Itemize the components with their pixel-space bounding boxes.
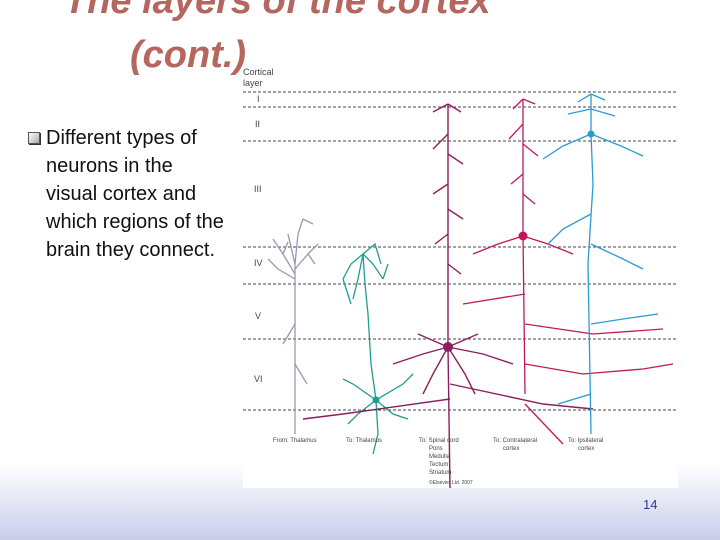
ipsilateral-neuron <box>542 93 659 435</box>
figure-copyright: ©Elsevier Ltd. 2007 <box>429 479 473 486</box>
thalamic-input-neuron <box>267 218 319 434</box>
layer-v-label: V <box>255 311 261 321</box>
contralateral-neuron <box>462 98 674 445</box>
thalamic-output-neuron <box>342 242 414 455</box>
contralateral-soma <box>518 231 528 241</box>
caption-to-thalamus: To: Thalamus <box>346 438 382 444</box>
caption-tectum: Tectum <box>429 462 448 468</box>
cortical-label: Cortical <box>243 67 274 77</box>
caption-medulla: Medulla <box>429 454 451 460</box>
slide-title-line1: The layers of the cortex <box>64 0 491 22</box>
caption-to-spinal-cord: To: Spinal cord <box>419 438 459 444</box>
caption-from-thalamus: From: Thalamus <box>273 438 317 444</box>
figure-drawing: Cortical layer I II III IV V VI <box>243 67 678 488</box>
ipsilateral-soma <box>587 130 595 138</box>
layer-label: layer <box>243 78 263 88</box>
layer-iv-label: IV <box>254 258 263 268</box>
layer-boundaries <box>243 91 678 411</box>
slide-title: The layers of the cortex (cont.) <box>0 0 620 78</box>
layer-vi-label: VI <box>254 374 263 384</box>
layer-ii-label: II <box>255 119 260 129</box>
caption-to-ipsilateral: To: Ipsilateral <box>568 438 603 444</box>
spinal-pyramidal-soma <box>443 342 453 352</box>
caption-ipsilateral-cortex: cortex <box>578 446 594 452</box>
layer-i-label: I <box>257 94 260 104</box>
bullet-item: Different types of neurons in the visual… <box>24 124 229 264</box>
caption-pons: Pons <box>429 446 443 452</box>
thalamic-output-soma <box>372 396 380 404</box>
caption-contralateral-cortex: cortex <box>503 446 519 452</box>
slide-title-line2: (cont.) <box>130 34 247 76</box>
spinal-pyramidal-neuron <box>302 103 594 488</box>
page-number: 14 <box>643 497 658 512</box>
checkbox-bullet-icon <box>28 132 40 144</box>
caption-to-contralateral: To: Contralateral <box>493 438 537 444</box>
caption-striatum: Striatum <box>429 470 451 476</box>
layer-iii-label: III <box>254 184 262 194</box>
bullet-text: Different types of neurons in the visual… <box>46 127 224 261</box>
cortex-neuron-figure: Cortical layer I II III IV V VI <box>243 64 678 488</box>
